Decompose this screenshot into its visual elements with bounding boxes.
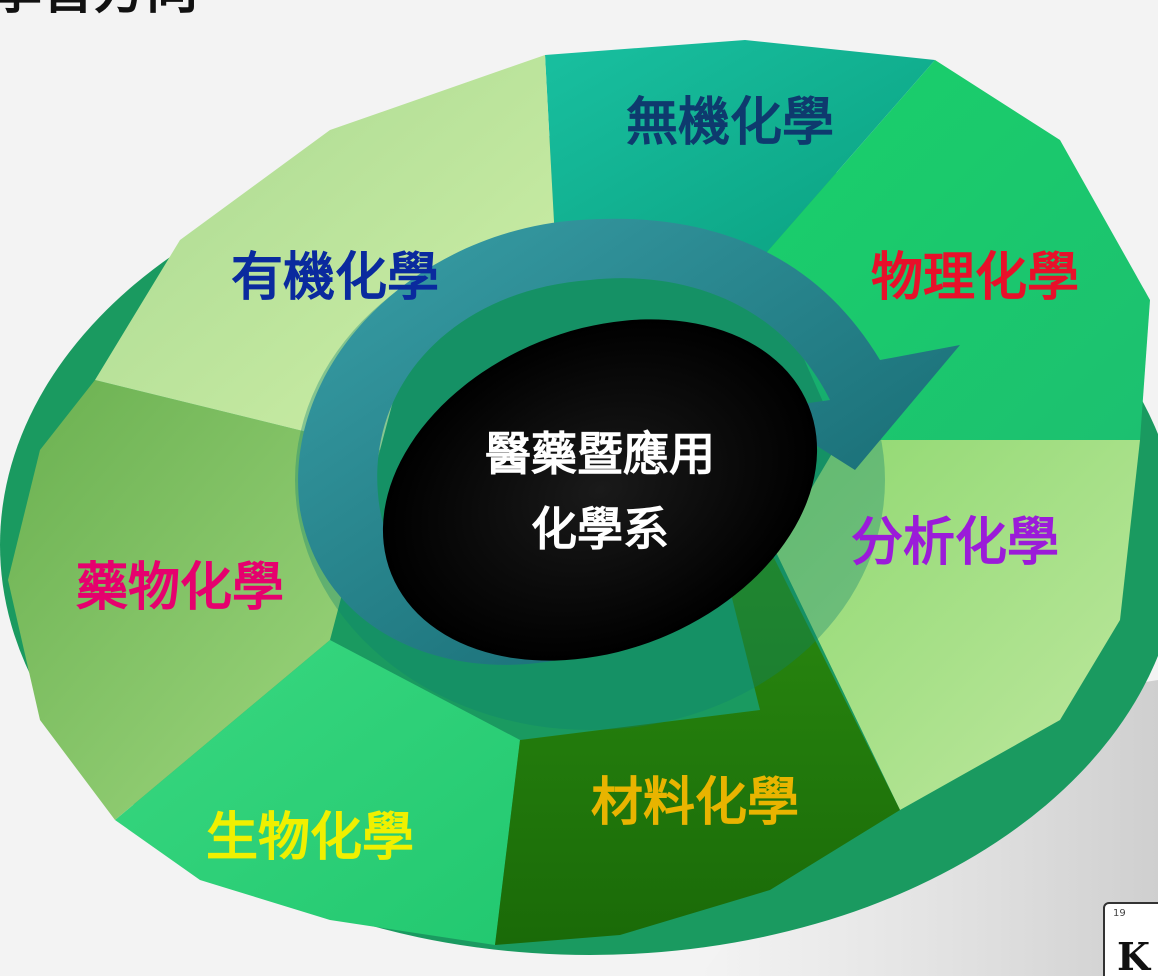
- center-label-line1: 醫藥暨應用: [485, 427, 715, 481]
- segment-organic: [95, 55, 555, 450]
- segment-analytical: [775, 440, 1140, 810]
- segment-materials: [495, 550, 900, 945]
- label-pharmaceutical: 藥物化學: [76, 557, 284, 618]
- element-number: 19: [1113, 908, 1126, 919]
- center-disc: [382, 319, 818, 661]
- segment-pharmaceutical: [8, 380, 380, 820]
- heading-fragment: 學習方向: [0, 0, 198, 21]
- element-tile: 19 K: [1103, 902, 1158, 976]
- center-label-line2: 化學系: [531, 502, 669, 556]
- segment-inorganic: [545, 40, 935, 260]
- label-materials: 材料化學: [591, 772, 799, 833]
- label-organic: 有機化學: [231, 247, 439, 308]
- segment-biological: [115, 640, 520, 945]
- cycle-arrow: [298, 218, 960, 665]
- element-symbol: K: [1117, 934, 1151, 976]
- label-biological: 生物化學: [206, 807, 414, 868]
- label-inorganic: 無機化學: [626, 92, 834, 153]
- label-physical: 物理化學: [871, 247, 1079, 308]
- label-analytical: 分析化學: [851, 512, 1059, 573]
